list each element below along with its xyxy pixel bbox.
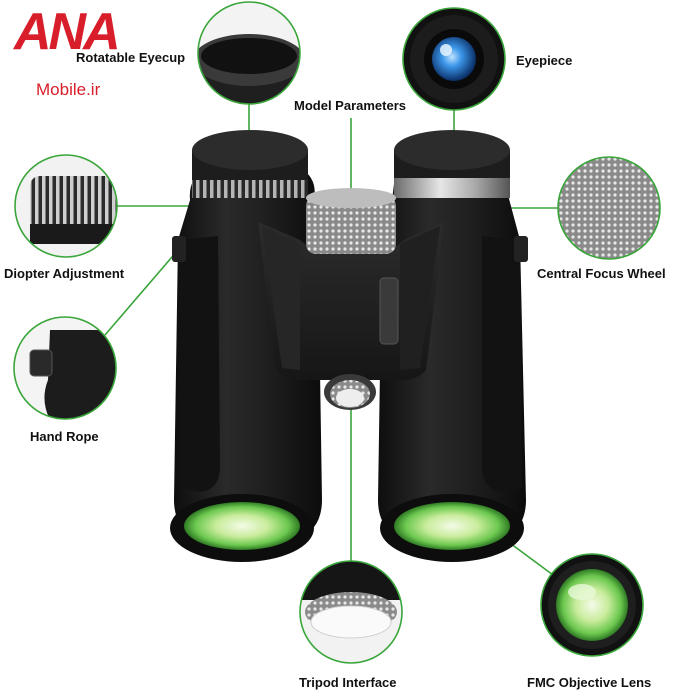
label-diopter-adjustment: Diopter Adjustment [4, 266, 125, 281]
logo-brand-text: ANA [14, 3, 121, 61]
label-central-focus-wheel: Central Focus Wheel [537, 266, 666, 281]
focus-wheel-detail [557, 156, 661, 260]
label-hand-rope: Hand Rope [30, 429, 99, 444]
label-eyepiece: Eyepiece [516, 53, 573, 68]
label-rotatable-eyecup: Rotatable Eyecup [76, 50, 186, 65]
tripod-detail [299, 560, 403, 664]
label-tripod-interface: Tripod Interface [299, 675, 397, 690]
label-model-parameters: Model Parameters [294, 98, 406, 113]
label-fmc-objective-lens: FMC Objective Lens [527, 675, 652, 690]
diopter-detail [14, 154, 118, 258]
fmc-lens-detail [540, 553, 644, 657]
eyepiece-detail [402, 7, 506, 111]
hand-rope-detail [13, 316, 117, 420]
binoculars-body [170, 130, 528, 562]
eyecup-detail [197, 1, 301, 105]
logo-site-text: Mobile.ir [36, 80, 101, 99]
ana-mobile-logo: ANA Mobile.ir [0, 0, 160, 110]
